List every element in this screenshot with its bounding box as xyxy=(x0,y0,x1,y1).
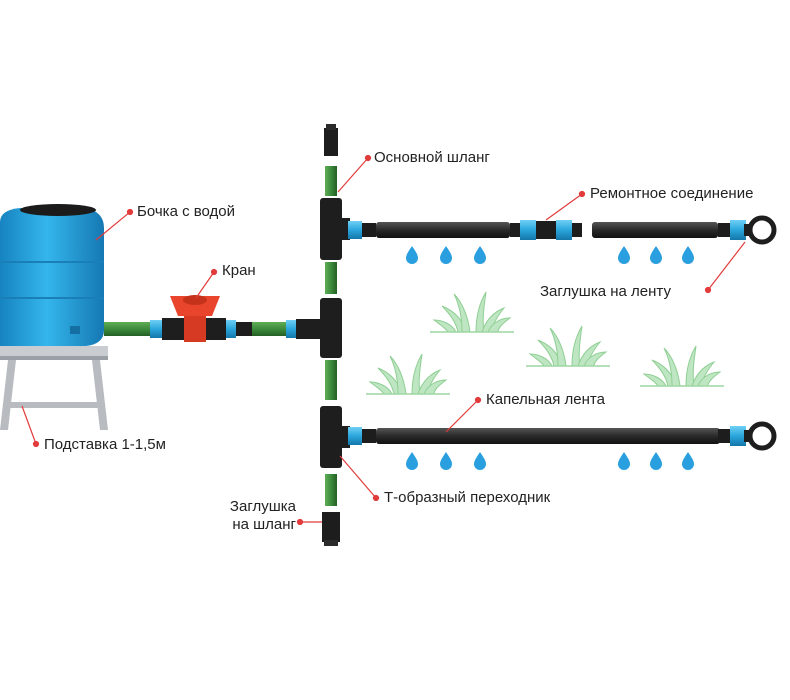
label-tape-plug: Заглушка на ленту xyxy=(540,283,671,300)
grass-tuft xyxy=(639,345,725,387)
water-drop xyxy=(474,452,486,470)
water-drop xyxy=(406,452,418,470)
water-drop xyxy=(618,452,630,470)
main-hose xyxy=(322,124,340,546)
drip-tape-top xyxy=(348,215,777,245)
water-drop xyxy=(650,452,662,470)
water-drop xyxy=(406,246,418,264)
label-repair-coupling: Ремонтное соединение xyxy=(590,185,754,202)
water-drop xyxy=(440,452,452,470)
grass-tuft xyxy=(365,353,451,395)
label-valve: Кран xyxy=(222,262,256,279)
label-hose-plug: Заглушка на шланг xyxy=(186,498,296,534)
feed-hose xyxy=(104,322,286,336)
water-tank xyxy=(0,204,104,346)
feed-connector xyxy=(286,319,322,339)
water-drop xyxy=(650,246,662,264)
grass-tuft xyxy=(525,325,611,367)
label-water-tank: Бочка с водой xyxy=(137,203,236,220)
tee-top xyxy=(320,198,350,260)
label-main-hose: Основной шланг xyxy=(374,149,490,166)
stand xyxy=(0,346,108,430)
label-drip-tape: Капельная лента xyxy=(486,391,605,408)
label-stand: Подставка 1-1,5м xyxy=(44,436,166,453)
water-drop xyxy=(440,246,452,264)
valve xyxy=(150,295,236,342)
tee-middle xyxy=(320,298,342,358)
water-drop xyxy=(618,246,630,264)
label-hose-plug-line2: на шланг xyxy=(232,516,296,533)
label-tee-adapter: Т-образный переходник xyxy=(384,489,551,506)
grass xyxy=(365,291,725,395)
water-drop xyxy=(682,246,694,264)
grass-tuft xyxy=(429,291,515,333)
tee-bottom xyxy=(320,406,350,468)
drip-tape-bottom xyxy=(348,421,777,451)
leader-lines xyxy=(21,154,746,526)
water-drop xyxy=(474,246,486,264)
label-hose-plug-line1: Заглушка xyxy=(229,498,296,515)
water-drop xyxy=(682,452,694,470)
